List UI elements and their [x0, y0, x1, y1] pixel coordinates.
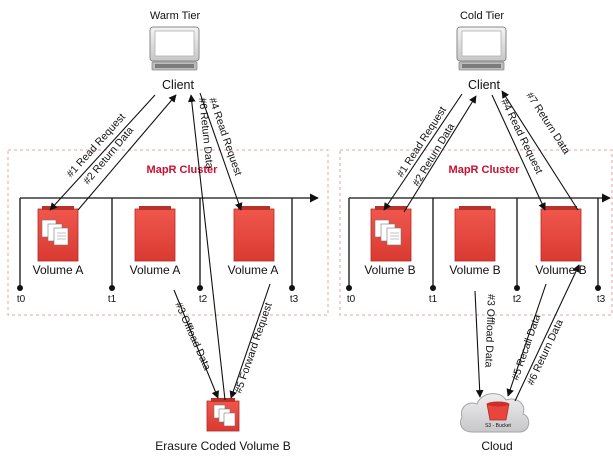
warm-volume-a-icon: [134, 206, 176, 262]
s3-bucket-label: S3 - Bucket: [485, 423, 511, 429]
warm-arrow-6: [187, 94, 226, 401]
cold-volume-b-icon: [540, 206, 582, 262]
erasure-coded-volume-label: Erasure Coded Volume B: [155, 439, 290, 453]
warm-volume-a-icon: [233, 206, 275, 262]
cold-volume-label-2: Volume B: [449, 263, 500, 277]
warm-tick-t2: t2: [199, 294, 208, 305]
warm-cluster-boundary: [7, 149, 329, 316]
warm-volume-label-1: Volume A: [33, 263, 84, 277]
cold-arrow-2: [403, 95, 477, 213]
warm-arrow-3: [173, 289, 219, 399]
warm-arrow-5: [229, 283, 271, 399]
cold-client-computer-icon: [456, 26, 507, 71]
cold-tick-t0: t0: [347, 294, 356, 305]
cold-client-label: Client: [468, 78, 500, 92]
erasure-coded-volume-icon: [206, 398, 240, 432]
warm-arrow-1: [49, 94, 156, 211]
warm-volume-a-with-files-icon: [37, 206, 79, 262]
warm-tick-t3: t3: [290, 294, 299, 305]
warm-client-label: Client: [162, 78, 194, 92]
cold-tier-title: Cold Tier: [460, 10, 504, 22]
cold-volume-b-icon: [454, 206, 496, 262]
cold-tick-t1: t1: [429, 294, 438, 305]
cold-volume-b-with-files-icon: [370, 206, 412, 262]
warm-arrow-4: [199, 92, 243, 211]
warm-tick-t0: t0: [17, 294, 26, 305]
cold-tick-t2: t2: [513, 294, 522, 305]
cold-volume-label-1: Volume B: [364, 263, 415, 277]
cold-tick-t3: t3: [597, 294, 606, 305]
cold-arrow-3: [474, 290, 484, 398]
cold-arrow-5: [506, 283, 547, 397]
s3-bucket-icon: [486, 401, 510, 421]
cold-arrow-1: [383, 93, 463, 211]
warm-tick-t1: t1: [108, 294, 117, 305]
warm-arrow-2: [77, 94, 177, 211]
warm-volume-label-3: Volume A: [228, 263, 279, 277]
cold-arrow-4: [491, 94, 546, 211]
warm-cluster-label: MapR Cluster: [147, 164, 219, 176]
warm-client-computer-icon: [149, 26, 200, 71]
cold-arrow-7: [501, 90, 579, 211]
cloud-label: Cloud: [481, 439, 512, 453]
cold-tier-panel: Cold Tier Client MapR Cluster t0 t1 t2 t…: [339, 10, 613, 453]
warm-volume-label-2: Volume A: [130, 263, 181, 277]
warm-arrow-3-label: #3 Offload Data: [172, 300, 213, 372]
cold-arrow-6: [514, 264, 580, 402]
warm-tier-panel: Warm Tier Client MapR Cluster t0 t1 t2 t…: [7, 10, 329, 453]
cold-cluster-label: MapR Cluster: [449, 164, 521, 176]
cold-arrow-3-label: #3 Offload Data: [482, 294, 497, 368]
warm-tier-title: Warm Tier: [150, 10, 201, 22]
